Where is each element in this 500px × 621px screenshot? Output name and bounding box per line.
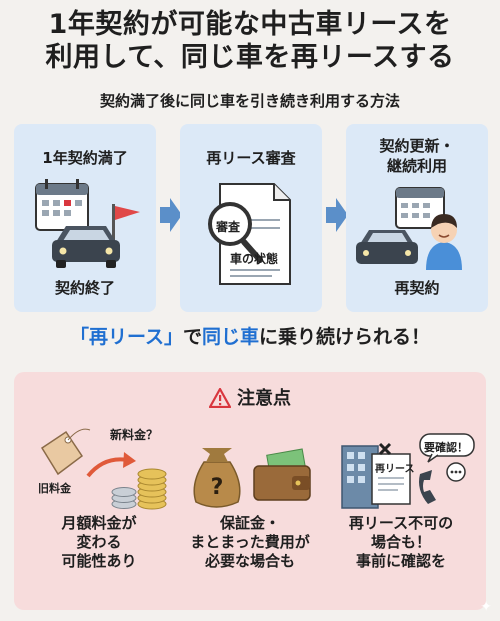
step1-title: 1年契約満了: [42, 149, 128, 167]
new-price-label: 新料金？: [110, 428, 159, 442]
calendar-car-flag-icon: [35, 179, 140, 268]
tagline: 「再リース」で同じ車に乗り続けられる！: [0, 322, 500, 349]
main-title: 1年契約が可能な中古車リースを 利用して、同じ車を再リースする: [0, 8, 500, 74]
step-renewal: 契約更新・ 継続利用 再契約: [346, 124, 488, 312]
main-title-line1: 1年契約が可能な中古車リースを: [48, 9, 452, 40]
main-title-line2: 利用して、同じ車を再リースする: [45, 42, 455, 73]
caution-item2-caption: 保証金・ まとまった費用が 必要な場合も: [190, 514, 310, 570]
caution-item1-caption: 月額料金が 変わる 可能性あり: [61, 514, 137, 570]
check-required-bubble: 要確認！: [424, 441, 468, 454]
old-price-label: 旧料金: [38, 482, 71, 495]
caution-panel: 注意点 旧料金 新料金？ 月額料金が 変わる 可能性あり ? 保証金・ まとまっ…: [14, 372, 486, 610]
caution-item3-caption: 再リース不可の 場合も！ 事前に確認を: [348, 514, 454, 570]
subtitle: 契約満了後に同じ車を引き続き利用する方法: [99, 92, 400, 110]
svg-text:?: ?: [211, 475, 224, 500]
magnifier-label: 審査: [216, 220, 241, 234]
calendar-car-person-icon: [356, 187, 462, 270]
step3-footer: 再契約: [394, 279, 440, 297]
step1-footer: 契約終了: [54, 279, 115, 297]
caution-title: 注意点: [237, 388, 291, 409]
step-re-lease-review: 再リース審査 審査 車の状態: [180, 124, 322, 312]
warning-icon: [209, 388, 231, 408]
price-tag-coins-icon: [40, 428, 167, 510]
tagline-part4: に乗り続けられる！: [259, 326, 431, 348]
step2-title: 再リース審査: [206, 149, 296, 167]
caution-heading: 注意点: [14, 384, 486, 410]
sparkle-icon: ✦: [480, 599, 492, 615]
document-magnifier-icon: [208, 183, 291, 285]
tagline-part3: 同じ車: [202, 326, 260, 348]
arrow-right-icon: [326, 198, 348, 232]
money-bag-wallet-icon: ?: [193, 448, 311, 508]
step3-title-line1: 契約更新・: [379, 137, 455, 155]
building-document-phone-icon: [341, 433, 475, 509]
step3-title: 契約更新・ 継続利用: [346, 136, 488, 176]
arrow-right-icon: [160, 198, 182, 232]
tagline-part1: 「再リース」: [69, 326, 183, 348]
document-label: 車の状態: [230, 252, 279, 266]
step-contract-end: 1年契約満了 契約終了: [14, 124, 156, 312]
re-lease-doc-label: 再リース: [375, 464, 415, 475]
step3-title-line2: 継続利用: [386, 157, 447, 175]
tagline-part2: で: [183, 326, 203, 348]
